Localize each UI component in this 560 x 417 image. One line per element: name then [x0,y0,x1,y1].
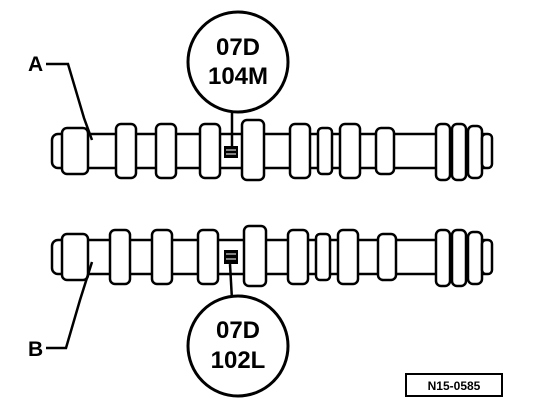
camshaft-b-lobe [150,228,174,286]
callout-bottom: 07D 102L [186,263,290,398]
camshaft-a-lobe [374,126,396,176]
camshaft-a-id-mark [224,146,238,158]
figure-ref: N15-0585 [405,373,503,397]
camshaft-b-end [480,238,494,276]
label-b-text: B [28,338,43,361]
callout-bottom-bubble [186,294,290,398]
callout-top-line2: 104M [208,63,268,90]
camshaft-b-flange [434,228,452,288]
callout-bottom-line1: 07D [216,317,260,344]
camshaft-a-lobe [154,122,178,180]
camshaft-a-flange [450,122,468,182]
camshaft-b-id-mark [224,250,238,264]
camshaft-b-lobe [376,232,398,282]
callout-top-line1: 07D [216,34,260,61]
camshaft-b-lobe [196,228,220,286]
camshaft-b-lobe [336,228,360,286]
camshaft-b-flange [466,230,484,286]
camshaft-a-lobe [316,126,334,176]
camshaft-a-flange [466,124,484,180]
camshaft-b-lobe [108,228,132,286]
camshaft-b-flange [450,228,468,288]
camshaft-b-lobe [314,232,332,282]
label-a: A [28,53,94,141]
camshaft-a-lobe [198,122,222,180]
camshaft-b-lobe [286,228,310,286]
figure-ref-text: N15-0585 [428,379,481,393]
camshaft-b [50,224,494,288]
callout-top-bubble [186,10,290,114]
figure-ref-box [405,373,503,397]
label-b-leader [46,261,94,350]
camshaft-a-journal [60,126,90,176]
camshaft-b-journal [60,232,90,282]
camshaft-a-lobe [338,122,362,180]
callout-bottom-leader [228,263,234,301]
callout-bottom-line2: 102L [211,347,266,374]
label-a-text: A [28,53,43,76]
camshaft-a-lobe [240,118,266,182]
callout-top: 07D 104M [186,10,290,146]
label-b: B [28,261,94,361]
camshaft-a-flange [434,122,452,182]
label-a-leader [46,62,94,141]
camshaft-a [50,118,494,182]
camshaft-a-lobe [114,122,138,180]
camshaft-a-lobe [288,122,312,180]
camshaft-a-end [480,132,494,170]
camshaft-b-lobe [242,224,268,288]
